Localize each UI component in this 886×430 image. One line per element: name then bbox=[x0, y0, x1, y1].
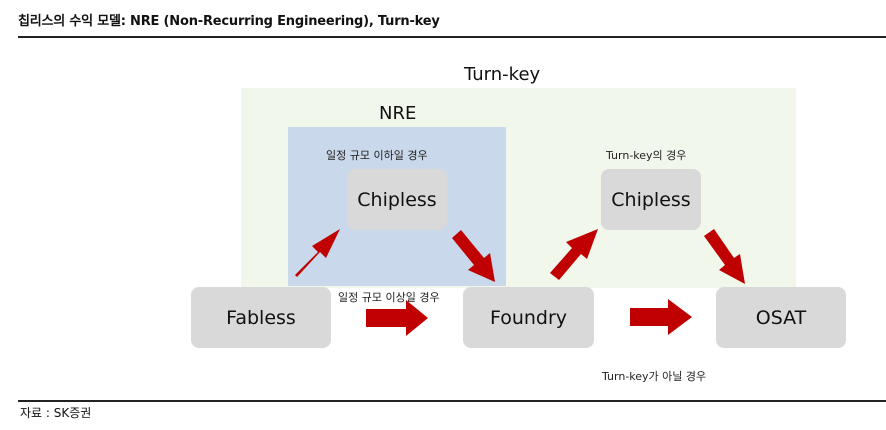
caption-below-threshold: 일정 규모 이하일 경우 bbox=[326, 149, 428, 162]
foundry-node: Foundry bbox=[463, 287, 594, 348]
arrow-foundry-to-osat bbox=[630, 299, 692, 335]
caption-above-threshold: 일정 규모 이상일 경우 bbox=[338, 291, 440, 304]
arrow-chipless-to-foundry bbox=[452, 230, 495, 282]
arrow-chipless-to-osat bbox=[704, 229, 745, 284]
chipless-nre-node: Chipless bbox=[347, 169, 447, 230]
chipless-turnkey-node: Chipless bbox=[601, 169, 701, 230]
page-title: 칩리스의 수익 모델: NRE (Non-Recurring Engineeri… bbox=[18, 14, 440, 29]
osat-node: OSAT bbox=[716, 287, 846, 348]
arrow-fabless-to-chipless bbox=[295, 229, 340, 277]
source-note: 자료 : SK증권 bbox=[20, 406, 92, 420]
nre-region-title: NRE bbox=[379, 103, 417, 124]
turnkey-region-title: Turn-key bbox=[464, 64, 541, 85]
arrow-fabless-to-foundry bbox=[366, 300, 428, 336]
bottom-divider bbox=[18, 400, 886, 402]
caption-not-turnkey-case: Turn-key가 아닐 경우 bbox=[602, 370, 707, 383]
arrow-foundry-to-chipless bbox=[550, 229, 598, 280]
caption-turnkey-case: Turn-key의 경우 bbox=[606, 149, 687, 162]
fabless-node: Fabless bbox=[191, 287, 331, 348]
top-divider bbox=[18, 36, 886, 38]
